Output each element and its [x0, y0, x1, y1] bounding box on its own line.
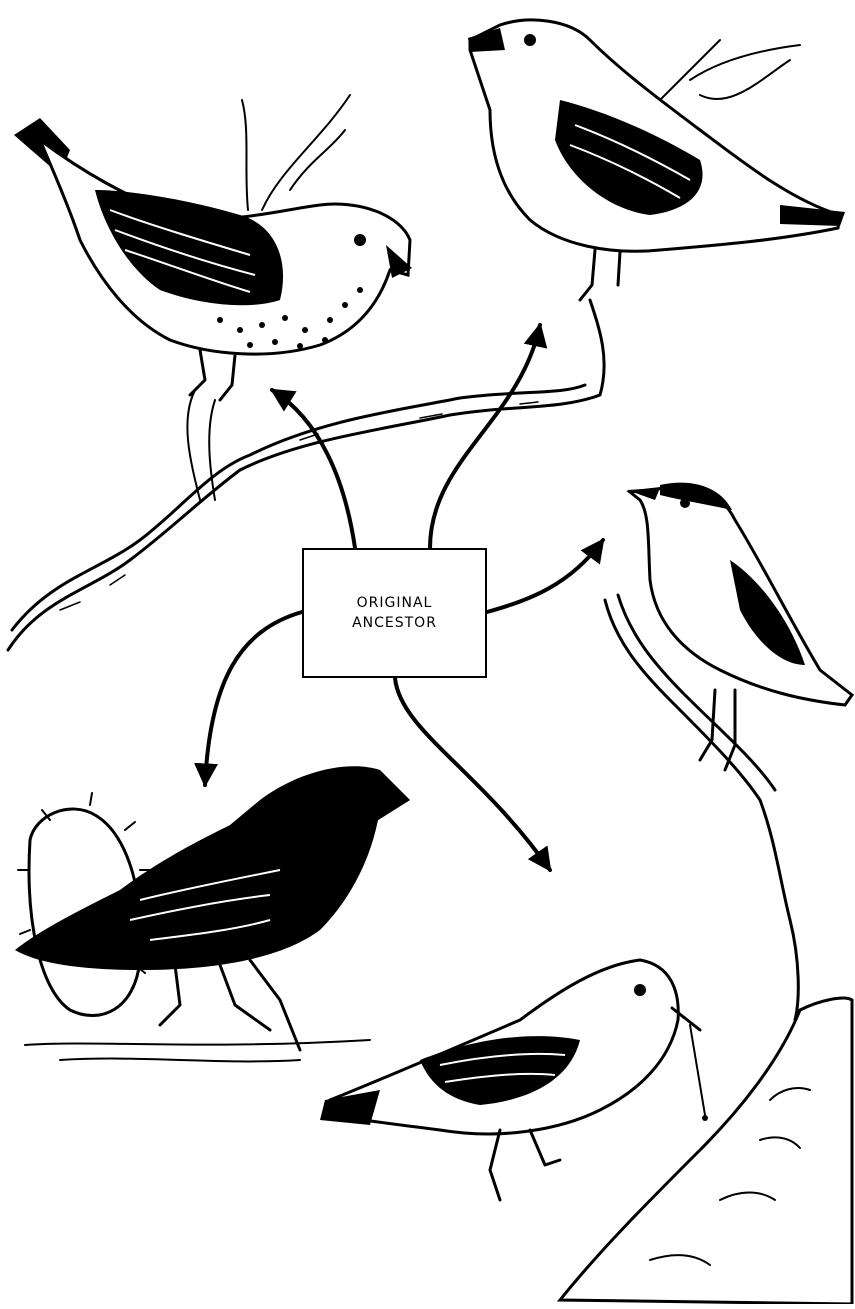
woodpecker-finch [320, 960, 852, 1304]
arrow-to-pale-finch [430, 325, 540, 548]
warbler-finch [605, 483, 852, 1020]
arrow-to-spotted-finch [272, 390, 355, 548]
original-ancestor-box: ORIGINAL ANCESTOR [302, 548, 487, 678]
arrow-to-ground-finch [205, 612, 302, 785]
spotted-finch [14, 118, 412, 400]
ancestor-label-line-2: ANCESTOR [352, 613, 437, 633]
arrow-to-warbler-finch [487, 540, 603, 612]
ground-finch [15, 766, 410, 1061]
arrow-to-woodpecker-finch [395, 678, 550, 870]
pale-finch [468, 20, 845, 300]
ancestor-label-line-1: ORIGINAL [357, 593, 433, 613]
